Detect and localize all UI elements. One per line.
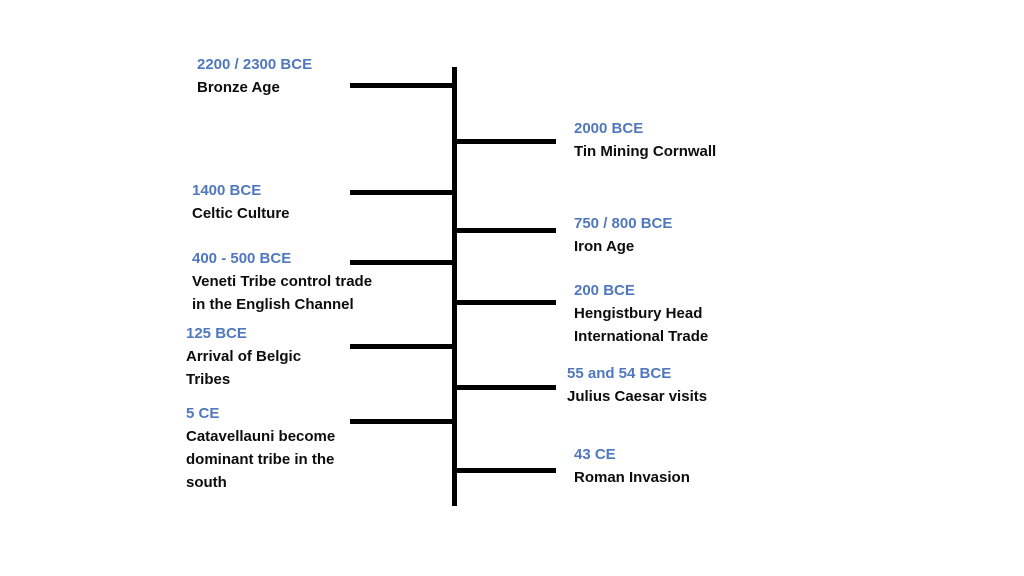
event-tin-mining: 2000 BCE Tin Mining Cornwall bbox=[574, 117, 716, 163]
event-label: Catavellauni become bbox=[186, 428, 336, 445]
branch-left-1 bbox=[350, 83, 454, 88]
event-julius-caesar: 55 and 54 BCE Julius Caesar visits bbox=[567, 362, 707, 408]
branch-left-5 bbox=[350, 419, 454, 424]
event-label: Iron Age bbox=[574, 238, 635, 255]
event-hengistbury-head: 200 BCE Hengistbury Head International T… bbox=[574, 279, 708, 348]
event-date: 2000 BCE bbox=[574, 120, 644, 137]
event-label: Veneti Tribe control trade bbox=[192, 273, 373, 290]
branch-left-4 bbox=[350, 344, 454, 349]
event-label: Hengistbury Head bbox=[574, 305, 703, 322]
event-label: Tribes bbox=[186, 371, 231, 388]
event-roman-invasion: 43 CE Roman Invasion bbox=[574, 443, 690, 489]
event-iron-age: 750 / 800 BCE Iron Age bbox=[574, 212, 672, 258]
event-label: Julius Caesar visits bbox=[567, 388, 708, 405]
event-date: 43 CE bbox=[574, 446, 616, 463]
event-label: Arrival of Belgic bbox=[186, 348, 302, 365]
timeline-axis bbox=[452, 67, 457, 506]
event-date: 200 BCE bbox=[574, 282, 635, 299]
branch-left-3 bbox=[350, 260, 454, 265]
event-date: 750 / 800 BCE bbox=[574, 215, 673, 232]
event-bronze-age: 2200 / 2300 BCE Bronze Age bbox=[197, 53, 312, 99]
event-label: dominant tribe in the bbox=[186, 451, 335, 468]
event-label: Tin Mining Cornwall bbox=[574, 143, 717, 160]
event-date: 55 and 54 BCE bbox=[567, 365, 672, 382]
event-celtic-culture: 1400 BCE Celtic Culture bbox=[192, 179, 290, 225]
branch-right-5 bbox=[454, 468, 556, 473]
event-label: International Trade bbox=[574, 328, 709, 345]
event-label: Roman Invasion bbox=[574, 469, 690, 486]
event-date: 1400 BCE bbox=[192, 182, 262, 199]
branch-right-1 bbox=[454, 139, 556, 144]
event-veneti-tribe: 400 - 500 BCE Veneti Tribe control trade… bbox=[192, 247, 372, 316]
event-date: 5 CE bbox=[186, 405, 220, 422]
event-label: Bronze Age bbox=[197, 79, 280, 96]
event-date: 125 BCE bbox=[186, 325, 247, 342]
branch-right-4 bbox=[454, 385, 556, 390]
branch-right-2 bbox=[454, 228, 556, 233]
event-label: Celtic Culture bbox=[192, 205, 290, 222]
branch-right-3 bbox=[454, 300, 556, 305]
event-date: 400 - 500 BCE bbox=[192, 250, 292, 267]
event-label: in the English Channel bbox=[192, 296, 354, 313]
event-catavellauni: 5 CE Catavellauni become dominant tribe … bbox=[186, 402, 335, 494]
event-date: 2200 / 2300 BCE bbox=[197, 56, 313, 73]
branch-left-2 bbox=[350, 190, 454, 195]
event-belgic-tribes: 125 BCE Arrival of Belgic Tribes bbox=[186, 322, 301, 391]
event-label: south bbox=[186, 474, 227, 491]
